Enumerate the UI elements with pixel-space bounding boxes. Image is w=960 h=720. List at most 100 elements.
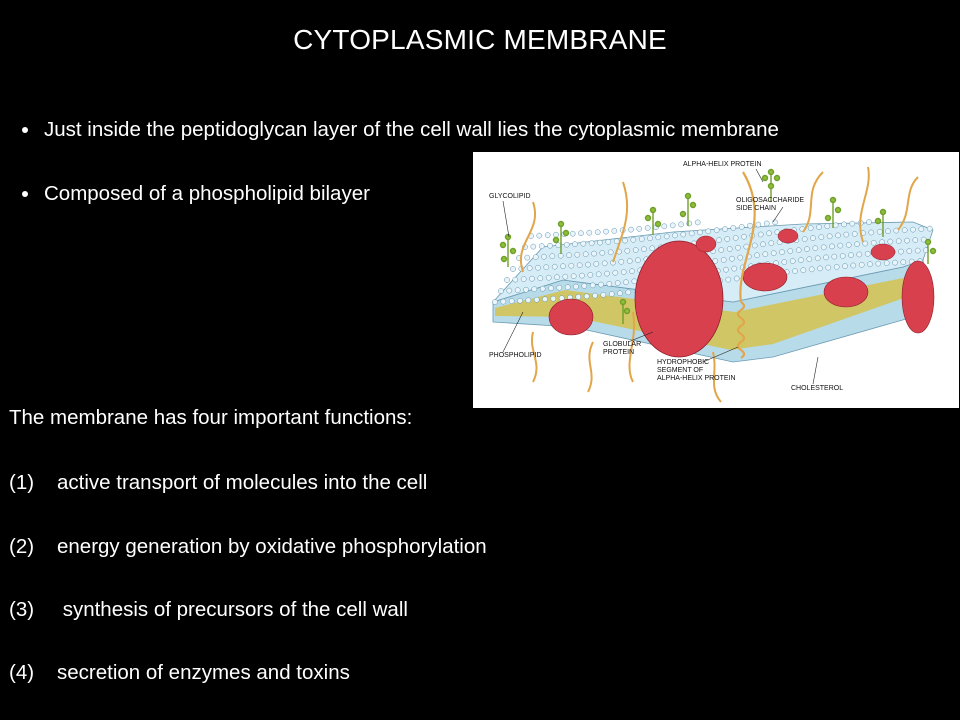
- phospholipid-head: [694, 219, 701, 226]
- phospholipid-head: [587, 272, 594, 278]
- phospholipid-head: [770, 250, 777, 257]
- phospholipid-head: [731, 265, 738, 272]
- phospholipid-head: [754, 252, 760, 259]
- phospholipid-head: [556, 284, 563, 291]
- alpha-helix-protein-chain: [739, 171, 756, 303]
- phospholipid-head: [737, 254, 744, 261]
- phospholipid-head: [856, 251, 863, 258]
- phospholipid-head: [608, 291, 615, 297]
- label-alpha-helix-protein: ALPHA-HELIX PROTEIN: [683, 161, 762, 168]
- phospholipid-head: [918, 226, 925, 232]
- phospholipid-head: [617, 290, 623, 297]
- phospholipid-head: [620, 269, 627, 275]
- label-oligosaccharide: OLIGOSACCHARIDE: [736, 197, 804, 204]
- phospholipid-head: [533, 296, 540, 303]
- phospholipid-head: [601, 260, 608, 267]
- bullet-item: Just inside the peptidoglycan layer of t…: [22, 118, 952, 142]
- phospholipid-head: [906, 248, 913, 254]
- phospholipid-head: [795, 247, 802, 253]
- phospholipid-head: [787, 248, 794, 254]
- phospholipid-head: [530, 243, 537, 250]
- phospholipid-head: [541, 253, 547, 260]
- phospholipid-head: [814, 255, 821, 262]
- phospholipid-head: [901, 227, 908, 233]
- phospholipid-head: [885, 228, 891, 235]
- function-item: (3) synthesis of precursors of the cell …: [9, 598, 408, 622]
- phospholipid-head: [622, 237, 628, 244]
- phospholipid-head: [866, 219, 872, 225]
- phospholipid-head: [543, 264, 550, 271]
- phospholipid-head: [532, 254, 539, 260]
- phospholipid-head: [824, 223, 831, 230]
- phospholipid-head: [862, 240, 869, 247]
- phospholipid-head: [539, 285, 546, 292]
- phospholipid-head: [580, 240, 587, 247]
- label-phospholipid: PHOSPHOLIPID: [489, 352, 542, 359]
- phospholipid-head: [538, 243, 545, 249]
- phospholipid-head: [806, 256, 813, 263]
- phospholipid-head: [801, 236, 808, 242]
- phospholipid-head: [638, 236, 645, 242]
- phospholipid-head: [600, 291, 607, 298]
- phospholipid-head: [720, 257, 727, 263]
- phospholipid-head: [763, 220, 770, 227]
- phospholipid-head: [725, 276, 732, 283]
- phospholipid-head: [520, 276, 527, 282]
- phospholipid-head: [599, 250, 606, 256]
- phospholipid-head: [644, 225, 651, 231]
- phospholipid-head: [851, 231, 858, 237]
- phospholipid-head: [598, 281, 604, 288]
- phospholipid-head: [579, 272, 585, 279]
- phospholipid-head: [581, 283, 588, 289]
- protein: [777, 228, 799, 244]
- phospholipid-head: [789, 258, 796, 264]
- protein: [548, 298, 594, 336]
- phospholipid-head: [792, 268, 798, 274]
- function-item: (1)active transport of molecules into th…: [9, 471, 427, 495]
- phospholipid-head: [628, 226, 634, 233]
- phospholipid-head: [563, 241, 570, 248]
- function-text: active transport of molecules into the c…: [57, 471, 428, 494]
- phospholipid-head: [900, 259, 907, 265]
- phospholipid-head: [582, 251, 589, 258]
- phospholipid-head: [636, 225, 643, 232]
- phospholipid-head: [603, 228, 609, 235]
- phospholipid-head: [529, 275, 535, 282]
- globular-protein: [634, 240, 724, 358]
- function-text: synthesis of precursors of the cell wall: [57, 598, 408, 621]
- phospholipid-head: [526, 265, 533, 271]
- phospholipid-head: [562, 273, 569, 280]
- phospholipid-head: [635, 257, 641, 264]
- phospholipid-head: [551, 263, 558, 270]
- phospholipid-head: [733, 275, 740, 282]
- phospholipid-head: [837, 242, 844, 249]
- phospholipid-head: [512, 276, 519, 283]
- phospholipid-head: [825, 264, 832, 271]
- phospholipid-head: [575, 294, 582, 300]
- phospholipid-head: [553, 231, 559, 238]
- phospholipid-head: [514, 287, 521, 293]
- phospholipid-head: [588, 240, 595, 247]
- phospholipid-head: [574, 251, 581, 258]
- label-cholesterol: CHOLESTEROL: [791, 385, 843, 392]
- phospholipid-head: [926, 225, 933, 232]
- phospholipid-head: [751, 242, 758, 249]
- bullet-dot-icon: [22, 191, 28, 197]
- phospholipid-head: [829, 243, 835, 250]
- oligosaccharide-side-chains: [499, 168, 937, 324]
- membrane-diagram-svg: GLYCOLIPID ALPHA-HELIX PROTEIN OLIGOSACC…: [489, 161, 937, 403]
- phospholipid-head: [823, 254, 829, 261]
- phospholipid-head: [848, 252, 854, 258]
- phospholipid-head: [779, 249, 785, 255]
- bullet-list: Just inside the peptidoglycan layer of t…: [22, 118, 952, 246]
- label-side-chain: SIDE CHAIN: [736, 205, 776, 212]
- phospholipid-head: [716, 237, 722, 243]
- phospholipid-head: [910, 226, 916, 233]
- phospholipid-head: [536, 232, 543, 239]
- phospholipid-head: [867, 261, 873, 268]
- phospholipid-head: [820, 244, 827, 251]
- function-number: (4): [9, 661, 35, 684]
- phospholipid-head: [726, 246, 733, 252]
- protein: [742, 262, 788, 292]
- phospholipid-head: [661, 223, 668, 230]
